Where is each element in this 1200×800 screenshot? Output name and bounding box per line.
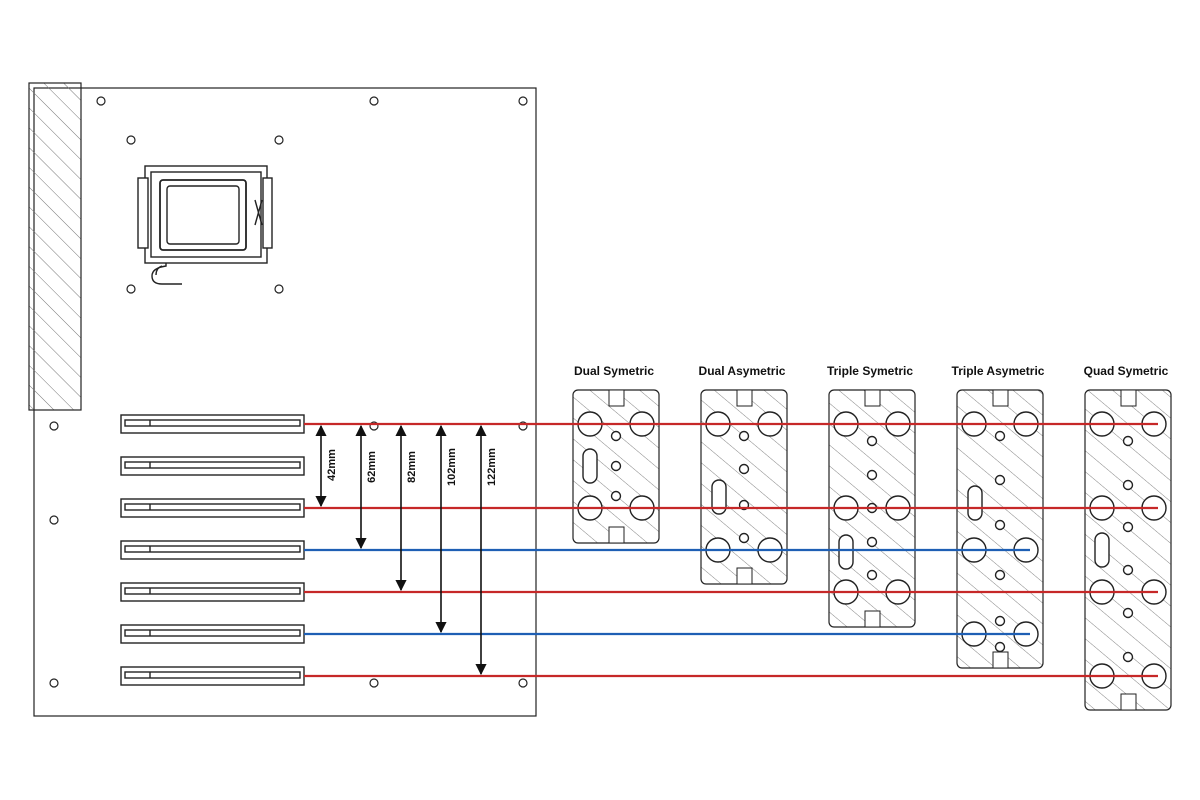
cooler-hole <box>274 284 284 294</box>
screw-hole <box>1122 607 1134 619</box>
cooler-holes <box>126 135 284 294</box>
cpu-socket-icon <box>137 165 273 285</box>
slot-hole <box>1094 532 1110 568</box>
pcie-slot <box>120 498 305 518</box>
screw-hole <box>610 430 622 442</box>
bridge-title: Dual Symetric <box>574 364 654 378</box>
screw-hole <box>1122 651 1134 663</box>
dimension-label: 102mm <box>446 448 458 486</box>
bridge-tab <box>1120 693 1137 711</box>
screw-hole <box>994 474 1006 486</box>
bridge-quad-symetric <box>1084 389 1172 711</box>
mounting-hole <box>369 96 379 106</box>
pcie-slots <box>120 414 305 686</box>
mounting-hole <box>49 678 59 688</box>
bridge-triple-asymetric <box>956 389 1044 669</box>
screw-hole <box>994 519 1006 531</box>
pcie-slot <box>120 414 305 434</box>
mounting-hole <box>369 678 379 688</box>
bridge-title: Dual Asymetric <box>699 364 786 378</box>
screw-hole <box>866 469 878 481</box>
dimension-label: 42mm <box>326 449 338 481</box>
mounting-hole <box>49 515 59 525</box>
bridge-title: Triple Asymetric <box>952 364 1045 378</box>
bridge-tab <box>736 389 753 407</box>
mounting-hole <box>518 96 528 106</box>
screw-hole <box>738 463 750 475</box>
pcie-slot <box>120 582 305 602</box>
bridge-tab <box>864 610 881 628</box>
bridge-dual-symetric <box>572 389 660 544</box>
screw-hole <box>610 460 622 472</box>
motherboard <box>28 82 537 717</box>
screw-hole <box>866 536 878 548</box>
screw-hole <box>738 430 750 442</box>
screw-hole <box>994 569 1006 581</box>
slot-hole <box>967 485 983 521</box>
mounting-hole <box>49 421 59 431</box>
bridge-title: Quad Symetric <box>1084 364 1169 378</box>
dimension-label: 122mm <box>486 448 498 486</box>
cooler-hole <box>126 135 136 145</box>
bridge-tab <box>1120 389 1137 407</box>
bridge-tab <box>608 526 625 544</box>
slot-hole <box>582 448 598 484</box>
pcie-slot <box>120 624 305 644</box>
screw-hole <box>994 615 1006 627</box>
slot-hole <box>838 534 854 570</box>
io-shield <box>28 82 82 411</box>
dimension-label: 82mm <box>406 451 418 483</box>
cooler-hole <box>274 135 284 145</box>
screw-hole <box>1122 521 1134 533</box>
bridge-tab <box>992 651 1009 669</box>
bridge-dual-asymetric <box>700 389 788 585</box>
dimension-arrows <box>315 424 487 676</box>
pcie-slot <box>120 456 305 476</box>
pcie-slot <box>120 666 305 686</box>
mounting-hole <box>518 678 528 688</box>
screw-hole <box>610 490 622 502</box>
dimension-label: 62mm <box>366 451 378 483</box>
bridge-titles: Dual Symetric Dual Asymetric Triple Syme… <box>574 364 1169 378</box>
screw-hole <box>994 430 1006 442</box>
slot-hole <box>711 479 727 515</box>
bridge-tab <box>992 389 1009 407</box>
screw-hole <box>994 641 1006 653</box>
bridge-tab <box>608 389 625 407</box>
screw-hole <box>738 532 750 544</box>
screw-hole <box>866 435 878 447</box>
motherboard-outline <box>33 87 537 717</box>
bridge-tab <box>736 567 753 585</box>
screw-hole <box>1122 479 1134 491</box>
screw-hole <box>1122 435 1134 447</box>
mounting-hole <box>96 96 106 106</box>
pcie-slot <box>120 540 305 560</box>
bridge-title: Triple Symetric <box>827 364 913 378</box>
dimension-labels: 42mm 62mm 82mm 102mm 122mm <box>326 448 498 486</box>
screw-hole <box>866 569 878 581</box>
screw-hole <box>1122 564 1134 576</box>
bridge-tab <box>864 389 881 407</box>
cooler-hole <box>126 284 136 294</box>
